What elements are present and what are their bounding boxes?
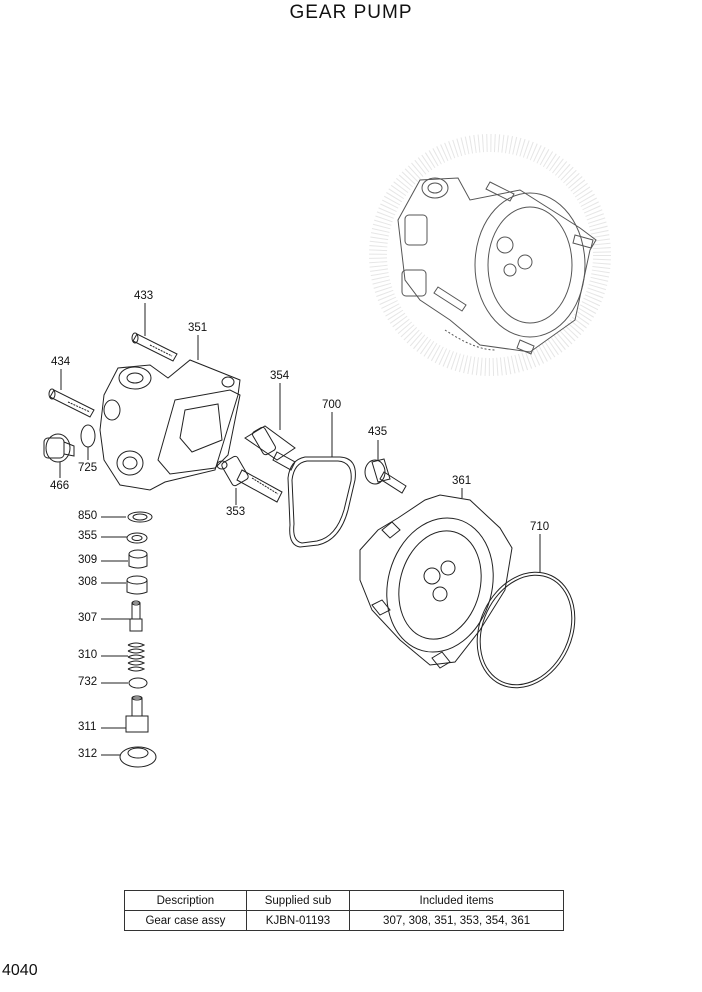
table-row: Gear case assy KJBN-01193 307, 308, 351,… [124, 910, 564, 931]
part-label-710: 710 [530, 521, 550, 533]
part-label-307: 307 [78, 612, 98, 624]
part-label-351: 351 [188, 322, 208, 334]
part-label-355: 355 [78, 530, 98, 542]
plug-466 [43, 433, 75, 463]
o-ring-725 [80, 424, 96, 448]
table-header-cell: Included items [349, 890, 564, 911]
supplied-sub-table: Description Supplied sub Included items … [124, 890, 564, 931]
diagram-title: GEAR PUMP [289, 2, 413, 23]
page-number: 4040 [2, 962, 38, 979]
part-label-725: 725 [78, 462, 98, 474]
part-label-466: 466 [50, 480, 70, 492]
table-header-cell: Description [124, 890, 247, 911]
part-label-434: 434 [51, 356, 71, 368]
table-cell: KJBN-01193 [245, 910, 351, 931]
part-label-310: 310 [78, 649, 98, 661]
table-header-row: Description Supplied sub Included items [124, 890, 564, 911]
part-label-353: 353 [226, 506, 246, 518]
part-label-850: 850 [78, 510, 98, 522]
seal-ring-710 [476, 571, 576, 689]
table-header-cell: Supplied sub [245, 890, 351, 911]
assembled-pump-reference [369, 134, 611, 376]
bolt-433 [131, 332, 178, 362]
valve-stack [119, 511, 157, 768]
part-label-732: 732 [78, 676, 98, 688]
part-label-312: 312 [78, 748, 98, 760]
gasket-700 [287, 456, 356, 548]
table-cell: 307, 308, 351, 353, 354, 361 [349, 910, 564, 931]
part-label-433: 433 [134, 290, 154, 302]
driven-gear-353 [221, 455, 283, 503]
part-label-700: 700 [322, 399, 342, 411]
part-label-435: 435 [368, 426, 388, 438]
bolt-435 [364, 458, 407, 494]
table-cell: Gear case assy [124, 910, 247, 931]
part-label-354: 354 [270, 370, 290, 382]
bolt-434 [48, 388, 95, 418]
part-label-361: 361 [452, 475, 472, 487]
gear-case-351 [99, 359, 241, 491]
cover-361 [359, 494, 513, 669]
part-label-309: 309 [78, 554, 98, 566]
part-label-308: 308 [78, 576, 98, 588]
part-label-311: 311 [78, 721, 97, 733]
drive-gear-354 [244, 425, 296, 471]
